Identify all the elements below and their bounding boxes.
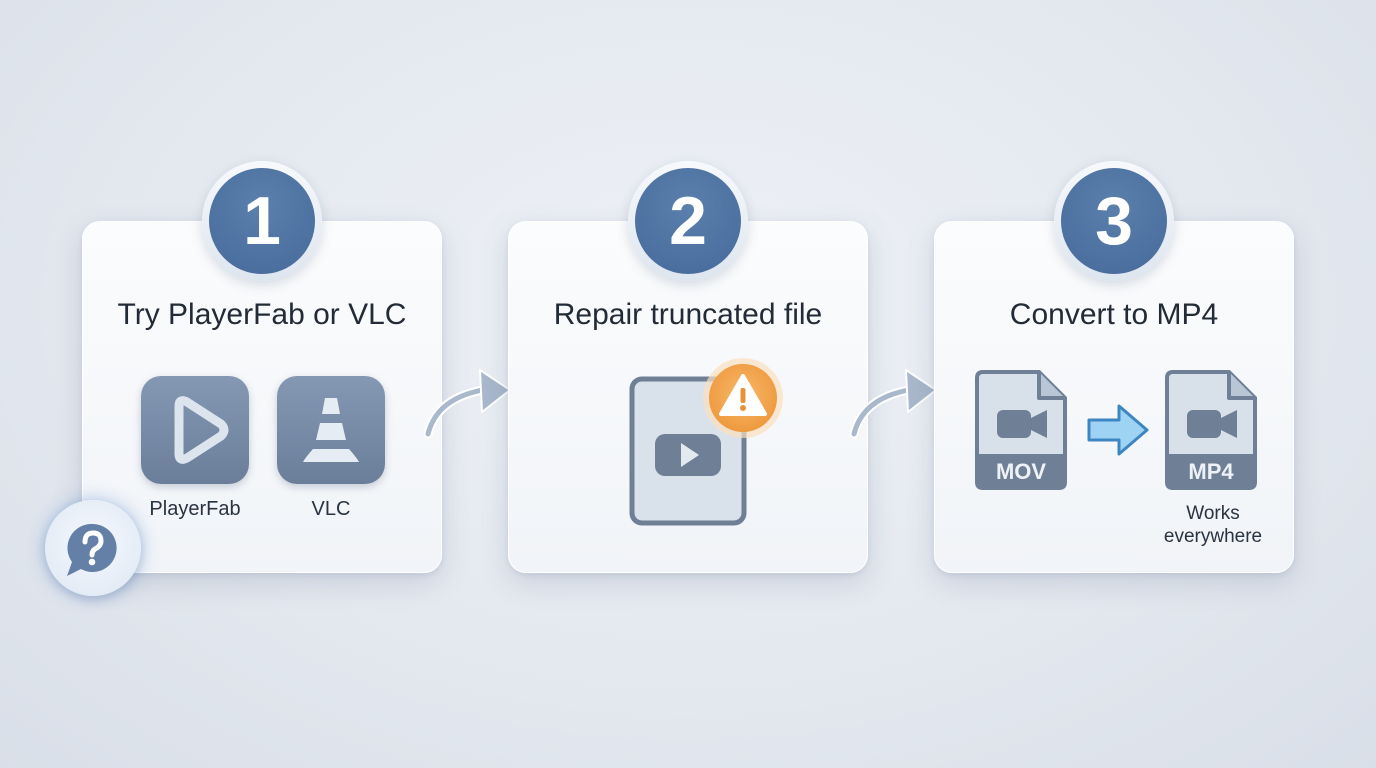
playerfab-app-icon [141,376,249,484]
step-2-number: 2 [635,168,741,274]
mov-format-label: MOV [996,459,1046,484]
play-icon [174,396,229,464]
step-3-badge: 3 [1054,161,1174,281]
step-2-title: Repair truncated file [553,298,823,331]
step-1-title: Try PlayerFab or VLC [117,298,407,331]
step-2-badge: 2 [628,161,748,281]
vlc-label: VLC [311,498,351,520]
warning-icon [703,358,783,438]
connector-arrow-icon [850,369,937,439]
vlc-app-icon [277,376,385,484]
help-question-icon [67,523,117,576]
mov-file-icon: MOV [975,370,1067,490]
step-3-number: 3 [1061,168,1167,274]
step-1-badge: 1 [202,161,322,281]
mp4-format-label: MP4 [1188,459,1234,484]
mp4-file-icon: MP4 [1165,370,1257,490]
works-everywhere-label: Works everywhere [1163,503,1263,547]
step-1-number: 1 [209,168,315,274]
step-3-title: Convert to MP4 [1009,298,1219,331]
convert-arrow-icon [1087,404,1149,456]
connector-arrow-icon [424,369,511,439]
traffic-cone-icon [303,398,359,462]
step-2-card: Repair truncated file [508,221,868,573]
help-bubble[interactable] [45,500,141,596]
playerfab-label: PlayerFab [149,498,241,520]
